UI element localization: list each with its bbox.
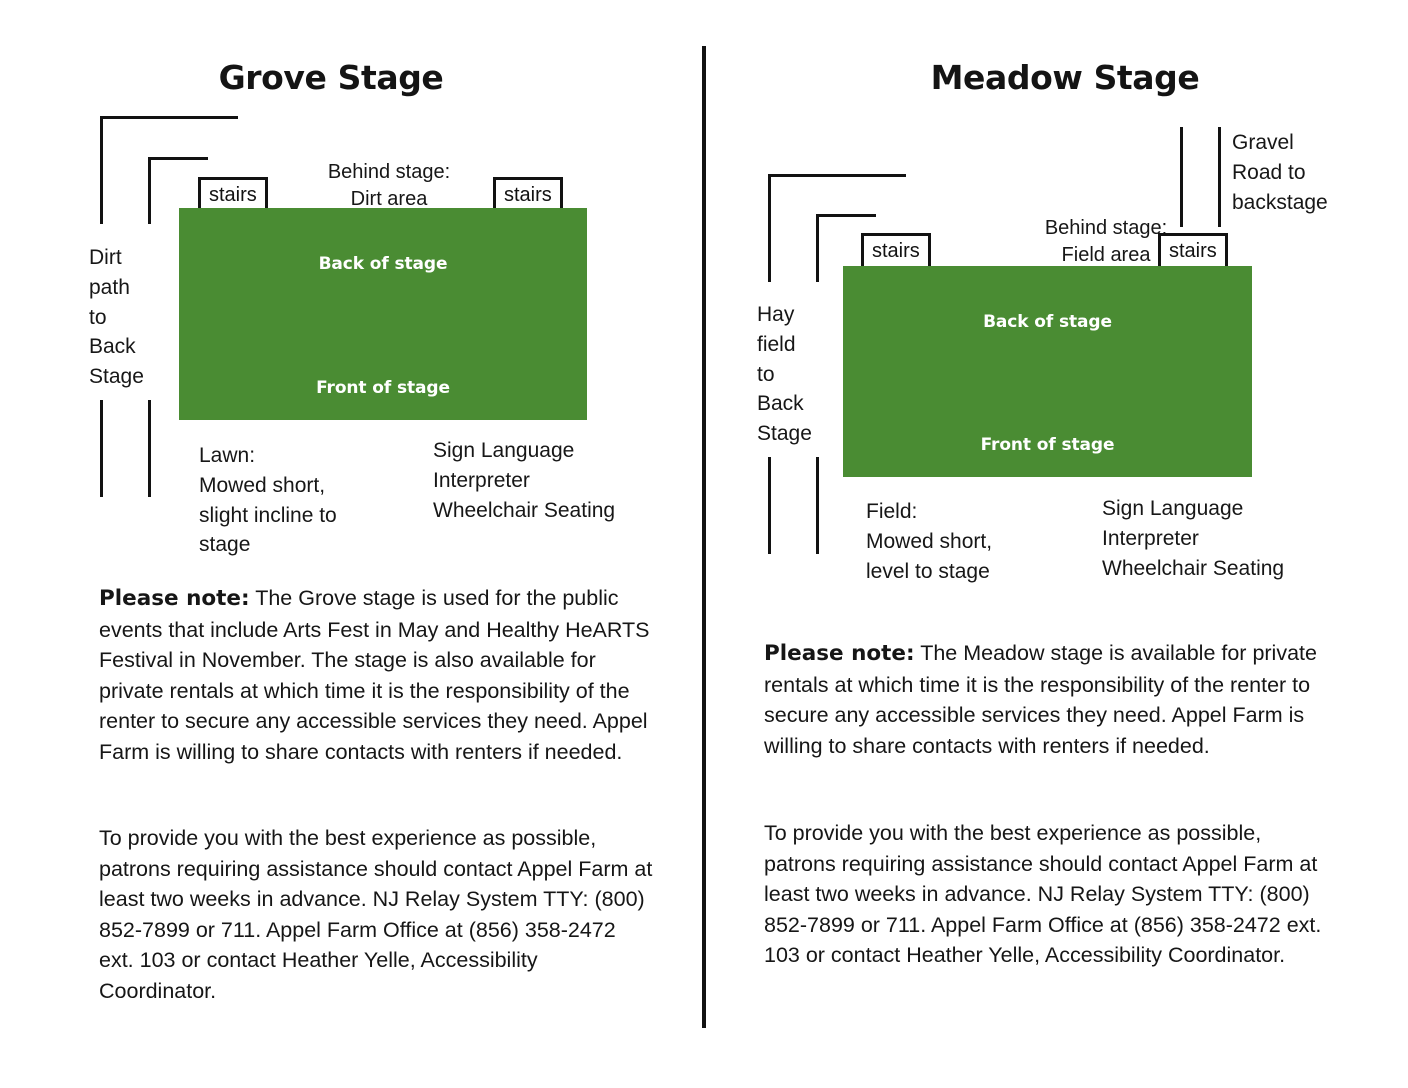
meadow-please-note-paragraph: Please note: The Meadow stage is availab… — [764, 638, 1326, 761]
meadow-back-of-stage-label: Back of stage — [983, 312, 1112, 332]
meadow-gravel-road-label: Gravel Road to backstage — [1232, 131, 1328, 214]
grove-services-label: Sign Language Interpreter Wheelchair Sea… — [433, 439, 616, 522]
grove-inner-bracket-top — [148, 157, 208, 160]
grove-stage-block: Back of stage Front of stage — [179, 208, 587, 420]
grove-stage-panel: Grove Stage Dirt path to Back Stage Behi… — [0, 0, 702, 1088]
meadow-stairs-right: stairs — [1158, 233, 1228, 271]
meadow-outer-bracket-top — [768, 174, 906, 177]
meadow-front-of-stage-label: Front of stage — [980, 435, 1115, 455]
meadow-outer-bracket-left — [768, 174, 771, 282]
meadow-inner-bracket-top — [816, 214, 876, 217]
grove-back-of-stage-label: Back of stage — [318, 254, 448, 274]
meadow-gravel-road-line-right — [1218, 127, 1221, 227]
grove-outer-bracket-left — [100, 116, 103, 224]
grove-path-label: Dirt path to Back Stage — [89, 246, 144, 389]
meadow-services-label: Sign Language Interpreter Wheelchair Sea… — [1102, 497, 1285, 580]
grove-note-body: The Grove stage is used for the public e… — [99, 586, 650, 764]
meadow-gravel-road-line-left — [1180, 127, 1183, 227]
grove-please-note-paragraph: Please note: The Grove stage is used for… — [99, 583, 656, 767]
grove-contact-paragraph: To provide you with the best experience … — [99, 826, 653, 1003]
grove-front-of-stage-label: Front of stage — [316, 378, 450, 398]
meadow-contact-paragraph: To provide you with the best experience … — [764, 821, 1322, 968]
grove-behind-stage-label: Behind stage: Dirt area — [327, 161, 451, 210]
meadow-stairs-left: stairs — [861, 233, 931, 271]
meadow-inner-bracket-left — [816, 214, 819, 282]
grove-page-title: Grove Stage — [218, 58, 444, 97]
meadow-note-lead: Please note: — [764, 641, 915, 666]
panel-divider — [702, 46, 706, 1028]
meadow-inner-bracket-left-lower — [816, 457, 819, 554]
meadow-note-body: The Meadow stage is available for privat… — [764, 641, 1317, 758]
grove-note-lead: Please note: — [99, 586, 250, 611]
meadow-ground-label: Field: Mowed short, level to stage — [866, 500, 993, 583]
meadow-outer-bracket-left-lower — [768, 457, 771, 554]
meadow-stage-panel: Meadow Stage Gravel Road to backstage Ha… — [706, 0, 1408, 1088]
grove-inner-bracket-left-lower — [148, 400, 151, 497]
meadow-behind-stage-label: Behind stage: Field area — [1044, 217, 1168, 266]
grove-outer-bracket-top — [100, 116, 238, 119]
meadow-page-title: Meadow Stage — [930, 58, 1200, 97]
grove-ground-label: Lawn: Mowed short, slight incline to sta… — [199, 444, 337, 557]
grove-outer-bracket-left-lower — [100, 400, 103, 497]
meadow-path-label: Hay field to Back Stage — [757, 303, 812, 446]
meadow-stage-block: Back of stage Front of stage — [843, 266, 1252, 477]
grove-inner-bracket-left — [148, 157, 151, 224]
